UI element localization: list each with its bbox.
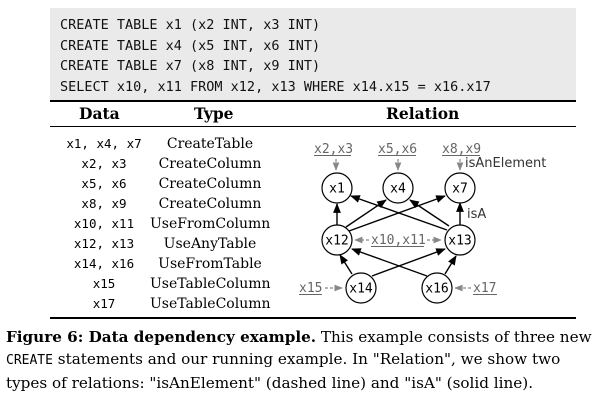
ref-label: x15 xyxy=(299,281,322,296)
ref-label: x8,x9 xyxy=(442,142,481,157)
node-x13: x13 xyxy=(444,224,476,256)
node-x7: x7 xyxy=(444,172,476,204)
ref-label: x5,x6 xyxy=(378,142,417,157)
table-header-rule xyxy=(50,126,576,127)
node-label: x1 xyxy=(329,182,345,197)
table-cell-type: UseFromTable xyxy=(158,256,262,272)
solid-edge xyxy=(409,199,450,227)
table-cell-data: x10, x11 xyxy=(73,216,135,231)
table-cell-data: x2, x3 xyxy=(81,156,127,171)
node-x16: x16 xyxy=(421,272,453,304)
node-x1: x1 xyxy=(321,172,353,204)
caption-label: Figure 6: Data dependency example. xyxy=(6,328,317,346)
code-line: CREATE TABLE x1 (x2 INT, x3 INT) xyxy=(60,17,321,33)
table-cell-data: x1, x4, x7 xyxy=(66,136,142,151)
code-line: SELECT x10, x11 FROM x12, x13 WHERE x14.… xyxy=(60,78,491,95)
ref-label: x10,x11 xyxy=(371,233,426,248)
table-cell-type: CreateColumn xyxy=(158,176,262,192)
table-cell-type: UseTableColumn xyxy=(150,276,271,292)
solid-edge xyxy=(339,254,353,275)
table-cell-type: UseAnyTable xyxy=(163,236,257,252)
table-cell-type: CreateColumn xyxy=(158,156,262,172)
table-cell-type: CreateTable xyxy=(166,136,254,152)
node-x12: x12 xyxy=(321,224,353,256)
node-label: x13 xyxy=(448,234,471,249)
caption-text: This example consists of three new xyxy=(316,328,592,346)
header-relation: Relation xyxy=(386,104,460,123)
node-label: x7 xyxy=(452,182,468,197)
node-label: x16 xyxy=(425,282,448,297)
ref-label: x17 xyxy=(473,281,496,296)
solid-edge xyxy=(351,248,428,277)
table-cell-type: CreateColumn xyxy=(158,196,262,212)
type-column: CreateTable CreateColumn CreateColumn Cr… xyxy=(150,134,271,314)
table-cell-type: UseFromColumn xyxy=(150,216,271,232)
node-label: x4 xyxy=(390,182,406,197)
node-label: x14 xyxy=(349,282,373,297)
is-a-label: isA xyxy=(467,207,486,222)
table-cell-data: x17 xyxy=(92,296,116,311)
table-cell-type: UseTableColumn xyxy=(150,296,271,312)
node-x4: x4 xyxy=(382,172,414,204)
table-cell-data: x15 xyxy=(92,276,116,291)
solid-edge xyxy=(350,195,448,231)
header-data: Data xyxy=(79,104,120,123)
code-line: CREATE TABLE x7 (x8 INT, x9 INT) xyxy=(60,58,321,74)
solid-edge xyxy=(345,199,387,228)
table-cell-data: x5, x6 xyxy=(81,176,127,191)
table-bottom-rule xyxy=(50,317,576,319)
table-cell-data: x8, x9 xyxy=(81,196,127,211)
table-top-rule xyxy=(50,100,576,102)
caption-text: statements and our running example. In "… xyxy=(6,350,561,392)
solid-edge xyxy=(444,255,457,275)
table-cell-data: x14, x16 xyxy=(73,256,135,271)
sql-code-block: CREATE TABLE x1 (x2 INT, x3 INT) CREATE … xyxy=(50,8,576,100)
table-cell-data: x12, x13 xyxy=(73,236,135,251)
ref-label: x2,x3 xyxy=(314,142,353,157)
code-line: CREATE TABLE x4 (x5 INT, x6 INT) xyxy=(60,37,321,54)
header-type: Type xyxy=(194,104,234,123)
data-column: x1, x4, x7 x2, x3 x5, x6 x8, x9 x10, x11… xyxy=(50,134,158,314)
caption-code-word: CREATE xyxy=(6,353,53,368)
is-an-element-label: isAnElement xyxy=(465,156,546,171)
solid-edge xyxy=(348,195,446,232)
figure-caption: Figure 6: Data dependency example. This … xyxy=(6,326,606,394)
node-x14: x14 xyxy=(345,272,377,304)
node-label: x12 xyxy=(325,234,348,249)
solid-edge xyxy=(371,248,446,277)
